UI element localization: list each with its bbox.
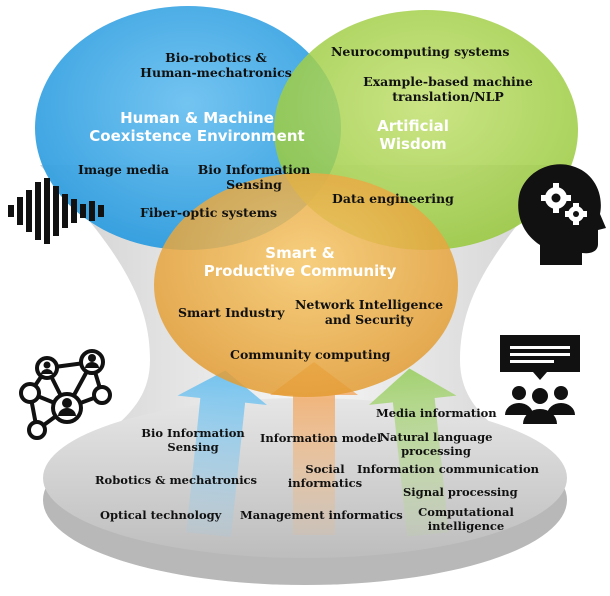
item-data-engineering: Data engineering	[332, 191, 454, 206]
arrow-orange	[270, 362, 358, 535]
base-media-information: Media information	[376, 406, 497, 420]
arrow-green	[369, 368, 457, 537]
base-robotics-mechatronics: Robotics & mechatronics	[95, 473, 258, 487]
network-people-heads	[41, 354, 99, 416]
head-gears-icon	[518, 164, 606, 265]
title-smart-community: Smart &Productive Community	[203, 244, 397, 280]
item-fiber-optic: Fiber-optic systems	[140, 205, 277, 220]
base-optical-technology: Optical technology	[100, 508, 222, 522]
sound-wave-icon	[8, 178, 104, 244]
item-neurocomputing: Neurocomputing systems	[331, 44, 510, 59]
base-information-communication: Information communication	[357, 462, 540, 476]
presentation-audience-icon	[500, 335, 580, 424]
base-signal-processing: Signal processing	[403, 485, 518, 499]
arrow-blue	[177, 370, 267, 537]
item-image-media: Image media	[78, 162, 169, 177]
circle-smart-community	[154, 173, 458, 397]
network-people-icon	[19, 349, 112, 440]
base-information-model: Information model	[260, 431, 382, 445]
item-bio-robotics: Bio-robotics &Human-mechatronics	[140, 50, 292, 80]
item-community-computing: Community computing	[230, 347, 391, 362]
base-management-informatics: Management informatics	[240, 508, 403, 522]
item-smart-industry: Smart Industry	[178, 305, 285, 320]
